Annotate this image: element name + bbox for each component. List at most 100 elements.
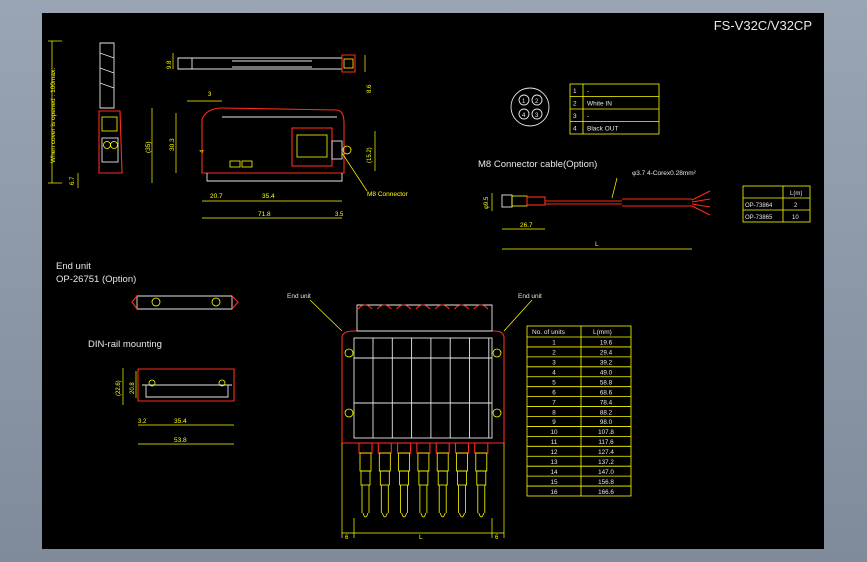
units-table-count: 5: [552, 379, 556, 386]
unit-column-part: [437, 470, 448, 486]
units-table-length: 49.0: [600, 370, 613, 377]
unit-column-part: [357, 304, 373, 310]
dim-35-4-din: 35.4: [174, 418, 187, 425]
units-table-length: 78.4: [600, 399, 613, 406]
units-table-header-l: L(mm): [593, 329, 612, 336]
pin-row-num: 1: [573, 88, 577, 95]
assembly-end-unit-right: End unit: [518, 293, 542, 300]
pin-row-label: -: [587, 113, 589, 120]
unit-column-part: [378, 452, 391, 472]
dim-4: 4: [200, 149, 206, 153]
unit-column-part: [359, 452, 372, 472]
units-table-length: 107.8: [598, 429, 614, 436]
dim-3: 3: [208, 92, 212, 98]
pin-row-label: -: [587, 88, 589, 95]
dim-3-5: 3.5: [335, 212, 344, 218]
units-table-count: 16: [550, 489, 558, 496]
unit-column-part: [396, 304, 412, 310]
units-table-length: 156.8: [598, 479, 614, 486]
unit-column-part: [478, 512, 485, 518]
units-table-length: 58.8: [600, 379, 613, 386]
cable-table-len: 10: [792, 215, 799, 221]
end-unit: End unit OP-26751 (Option): [56, 261, 239, 310]
dim-15-2: (15.2): [367, 147, 373, 163]
unit-column-part: [454, 442, 470, 454]
cable-table-model: OP-73864: [745, 203, 773, 209]
dim-6-7: 6.7: [70, 176, 76, 185]
pin-table: 1 - 2 White IN 3 - 4 Black OUT: [569, 83, 660, 135]
units-table-count: 13: [550, 459, 558, 466]
unit-column-part: [362, 512, 369, 518]
units-table-length: 127.4: [598, 449, 614, 456]
units-table-count: 14: [550, 469, 558, 476]
cable-table-model: OP-73865: [745, 215, 773, 221]
unit-column-part: [457, 470, 467, 486]
unit-column-part: [435, 442, 450, 454]
dim-26-7: 26.7: [520, 222, 533, 229]
unit-column-part: [397, 442, 412, 454]
dim-assembly-L: L: [419, 534, 423, 541]
pin-4: 4: [522, 113, 526, 119]
unit-column-part: [415, 304, 431, 310]
dim-cable-L: L: [595, 241, 599, 248]
pin-row-label: White IN: [587, 101, 612, 108]
dim-6-left: 6: [345, 535, 349, 541]
cable-table: L(m) OP-73864 2 OP-73865 10: [742, 185, 811, 223]
unit-column-part: [417, 452, 430, 472]
dim-6-right: 6: [495, 535, 499, 541]
units-table-count: 11: [551, 439, 558, 446]
units-table-length: 19.6: [600, 340, 613, 347]
units-table-count: 6: [552, 389, 556, 396]
unit-column-part: [399, 470, 410, 486]
dim-71-8: 71.8: [258, 211, 271, 218]
unit-column-part: [459, 512, 465, 518]
cable-drawing: M8 Connector cable(Option) φ3.7 4-Corex0…: [478, 159, 711, 250]
dim-9-5: φ9.5: [484, 196, 490, 209]
units-table-length: 117.6: [598, 439, 614, 446]
cable-table-len: 2: [794, 203, 798, 209]
unit-column-part: [400, 485, 408, 513]
unit-column-part: [381, 512, 388, 518]
units-table-length: 166.6: [598, 489, 614, 496]
assembly-end-unit-left: End unit: [287, 293, 311, 300]
unit-column-part: [475, 452, 488, 472]
pin-diagram: 1 2 4 3: [510, 87, 550, 127]
pin-row-num: 4: [573, 126, 577, 133]
cable-spec: φ3.7 4-Corex0.28mm²: [632, 170, 697, 177]
unit-column-part: [377, 442, 392, 454]
pin-3: 3: [535, 113, 539, 119]
din-rail: DIN-rail mounting (22.6) 20.8 3.2 35.4 5…: [88, 339, 235, 445]
unit-column-part: [474, 442, 489, 454]
unit-column-part: [416, 442, 431, 454]
assembly-drawing: End unit End unit 6 L 6: [287, 293, 542, 541]
units-table-count: 3: [552, 360, 556, 367]
end-unit-title: End unit: [56, 261, 91, 272]
dim-8-6: 8.6: [367, 84, 373, 93]
units-table-count: 7: [552, 399, 556, 406]
side-view: When cover is opened : 100max. 6.7: [48, 40, 123, 188]
front-view: 3 (35) 30.3 4 (15.2) M8 Connector 20.7 3…: [145, 92, 409, 219]
unit-column-part: [434, 304, 450, 310]
din-title: DIN-rail mounting: [88, 339, 162, 350]
units-table-count: 9: [552, 419, 556, 426]
units-table-count: 15: [550, 479, 558, 486]
dim-35-4-front: 35.4: [262, 193, 275, 200]
dim-20-7: 20.7: [210, 193, 223, 200]
drawing-title: FS-V32C/V32CP: [714, 18, 812, 33]
top-view: 9.8 8.6: [167, 53, 373, 93]
dim-35: (35): [145, 141, 152, 153]
unit-column-part: [439, 512, 446, 518]
unit-column-part: [456, 452, 468, 472]
end-unit-part-number: OP-26751 (Option): [56, 274, 136, 285]
unit-column-part: [419, 485, 428, 513]
unit-column-part: [380, 485, 389, 513]
unit-column-part: [379, 470, 390, 486]
dim-53-8: 53.8: [174, 437, 187, 444]
pin-row-num: 3: [573, 113, 577, 120]
drawing-canvas[interactable]: FS-V32C/V32CP When cover is opened : 100…: [42, 13, 824, 549]
units-table-length: 98.0: [600, 419, 613, 426]
units-table-length: 137.2: [598, 459, 614, 466]
units-table-length: 88.2: [600, 409, 613, 416]
units-table-length: 68.6: [600, 389, 613, 396]
